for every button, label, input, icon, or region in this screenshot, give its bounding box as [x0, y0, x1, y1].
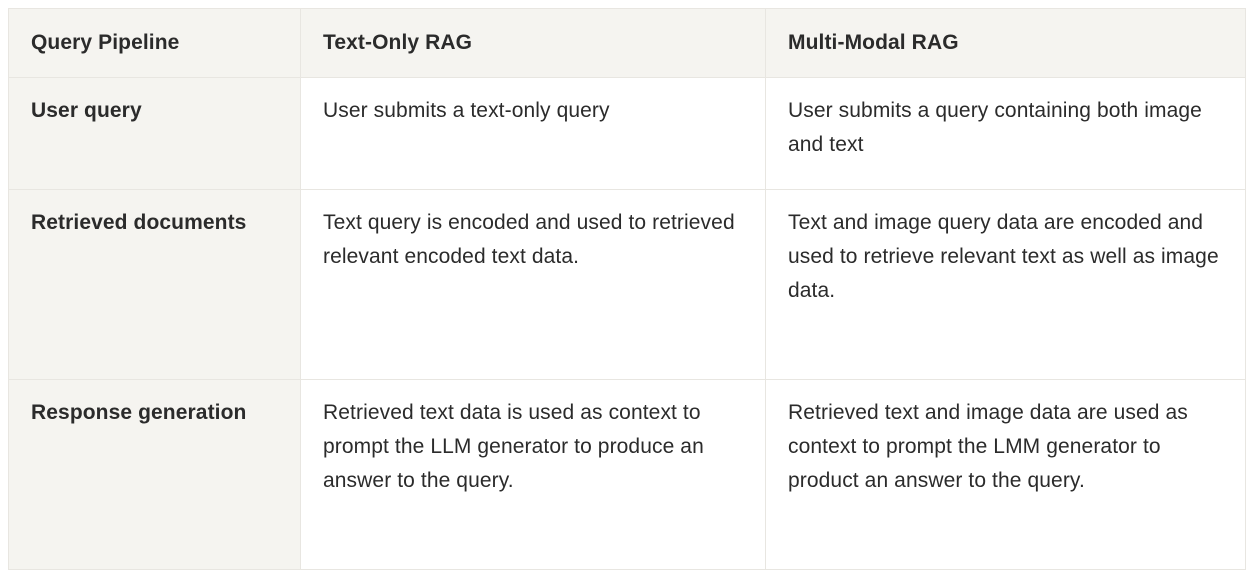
row-header-response-generation: Response generation	[8, 379, 301, 571]
table-row: Retrieved documents Text query is encode…	[8, 189, 1246, 381]
table-body: User query User submits a text-only quer…	[8, 77, 1246, 571]
cell-multi-modal-retrieved-documents: Text and image query data are encoded an…	[765, 189, 1246, 381]
cell-text-only-response-generation: Retrieved text data is used as context t…	[300, 379, 766, 571]
cell-text-only-retrieved-documents: Text query is encoded and used to retrie…	[300, 189, 766, 381]
column-header-query-pipeline: Query Pipeline	[8, 7, 301, 79]
table-row: User query User submits a text-only quer…	[8, 77, 1246, 191]
row-header-retrieved-documents: Retrieved documents	[8, 189, 301, 381]
cell-text-only-user-query: User submits a text-only query	[300, 77, 766, 191]
column-header-text-only-rag: Text-Only RAG	[300, 7, 766, 79]
row-header-user-query: User query	[8, 77, 301, 191]
cell-multi-modal-user-query: User submits a query containing both ima…	[765, 77, 1246, 191]
rag-comparison-table: Query Pipeline Text-Only RAG Multi-Modal…	[8, 7, 1246, 571]
table-header-row: Query Pipeline Text-Only RAG Multi-Modal…	[8, 7, 1246, 79]
table-row: Response generation Retrieved text data …	[8, 379, 1246, 571]
cell-multi-modal-response-generation: Retrieved text and image data are used a…	[765, 379, 1246, 571]
table-header: Query Pipeline Text-Only RAG Multi-Modal…	[8, 7, 1246, 79]
column-header-multi-modal-rag: Multi-Modal RAG	[765, 7, 1246, 79]
